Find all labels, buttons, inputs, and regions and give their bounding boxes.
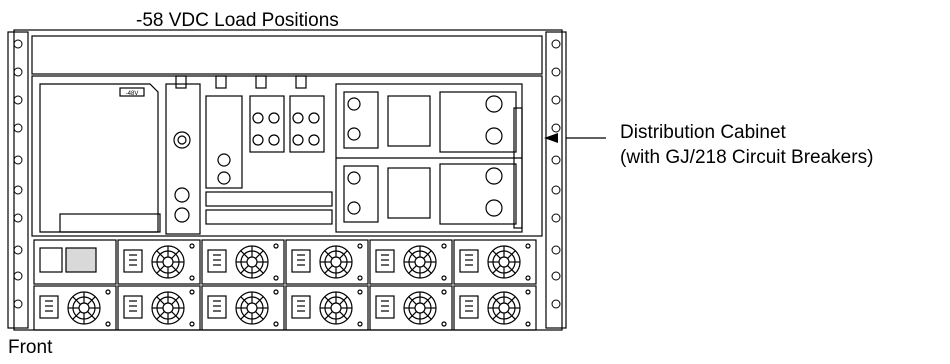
- ear-mounting-holes: [13, 39, 561, 309]
- rectifier-faceplate: [375, 295, 395, 319]
- rectifier-faceplate: [291, 295, 311, 319]
- rectifier-shelf: [33, 239, 537, 331]
- rectifier-faceplate: [39, 295, 59, 319]
- callout-arrowhead: [544, 133, 558, 143]
- breaker-block-1: [249, 95, 285, 153]
- rectifier-module: [117, 285, 201, 331]
- rectifier-faceplate: [207, 295, 227, 319]
- voltage-tag: -48V: [126, 91, 139, 97]
- left-mounting-ear: [7, 31, 29, 329]
- rectifier-faceplate: [207, 249, 227, 273]
- rectifier-module: [369, 285, 453, 331]
- rectifier-module: [285, 239, 369, 285]
- controller-screen: [65, 247, 97, 273]
- controller-module: [33, 239, 117, 285]
- rectifier-module: [453, 239, 537, 285]
- callout-label-line2: (with GJ/218 Circuit Breakers): [620, 147, 874, 168]
- rectifier-module: [201, 285, 285, 331]
- breaker-block-2: [289, 95, 325, 153]
- voltage-tag-box: [119, 87, 145, 97]
- rectifier-faceplate: [375, 249, 395, 273]
- rectifier-module: [453, 285, 537, 331]
- rectifier-module: [369, 239, 453, 285]
- right-mounting-ear: [545, 31, 567, 329]
- rectifier-faceplate: [291, 249, 311, 273]
- rectifier-module: [33, 285, 117, 331]
- busbar-block-1: [165, 83, 201, 235]
- rectifier-module: [201, 239, 285, 285]
- front-label: Front: [8, 337, 53, 358]
- busbar-block-2: [205, 95, 243, 189]
- rectifier-faceplate: [123, 249, 143, 273]
- diagram-title: -58 VDC Load Positions: [136, 10, 339, 31]
- rectifier-module: [285, 285, 369, 331]
- rectifier-module: [117, 239, 201, 285]
- callout-label-line1: Distribution Cabinet: [620, 122, 786, 143]
- controller-display: [39, 247, 63, 273]
- rectifier-faceplate: [123, 295, 143, 319]
- distribution-cabinet: [31, 75, 543, 237]
- chassis-outline: [13, 29, 563, 331]
- busbar-horizontal: [205, 191, 333, 207]
- left-panel: [39, 83, 159, 233]
- rectifier-faceplate: [459, 249, 479, 273]
- top-cover: [31, 35, 543, 75]
- rectifier-faceplate: [459, 295, 479, 319]
